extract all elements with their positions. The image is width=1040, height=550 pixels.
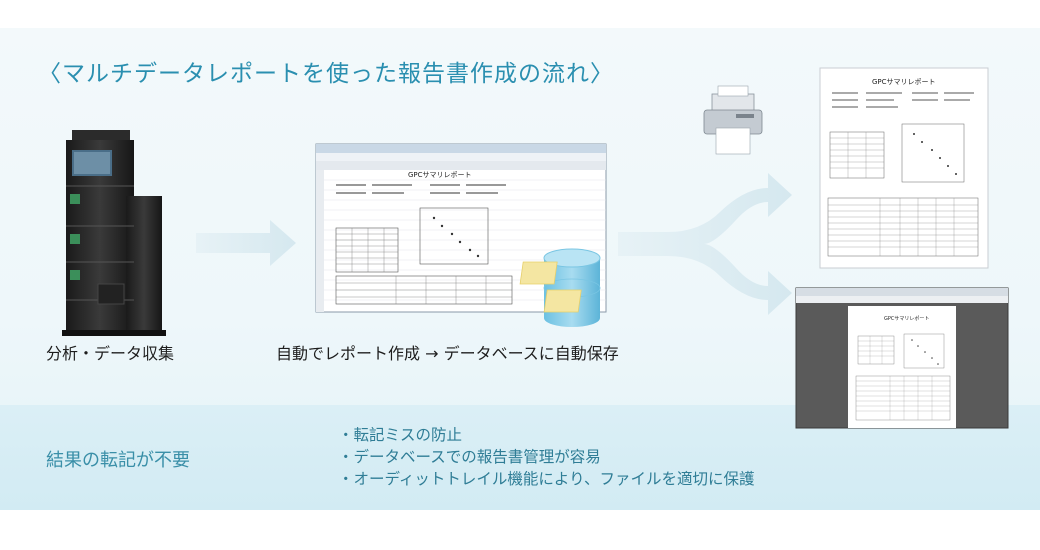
screen-report-title: GPCサマリレポート (884, 315, 929, 322)
benefit-item: ・データベースでの報告書管理が容易 (338, 448, 601, 466)
software-report-title: GPCサマリレポート (408, 171, 472, 179)
benefit-list: ・転記ミスの防止 ・データベースでの報告書管理が容易 ・オーディットトレイル機能… (338, 424, 755, 490)
printer-icon (703, 85, 763, 155)
caption-data-collection: 分析・データ収集 (46, 344, 175, 363)
database-icon (519, 248, 601, 327)
benefit-item: ・転記ミスの防止 (338, 426, 463, 444)
pdf-viewer-window (795, 287, 1009, 429)
printed-report-title: GPCサマリレポート (872, 78, 936, 86)
caption-auto-report: 自動でレポート作成 → データベースに自動保存 (276, 344, 619, 363)
benefit-heading: 結果の転記が不要 (46, 450, 190, 471)
page-title: 〈マルチデータレポートを使った報告書作成の流れ〉 (38, 61, 614, 87)
flow-arrow-fork (618, 173, 792, 315)
flow-arrow-1 (196, 220, 296, 266)
gpc-instrument-illustration (62, 130, 166, 336)
benefit-item: ・オーディットトレイル機能により、ファイルを適切に保護 (338, 470, 755, 488)
printed-report-page (819, 67, 989, 269)
